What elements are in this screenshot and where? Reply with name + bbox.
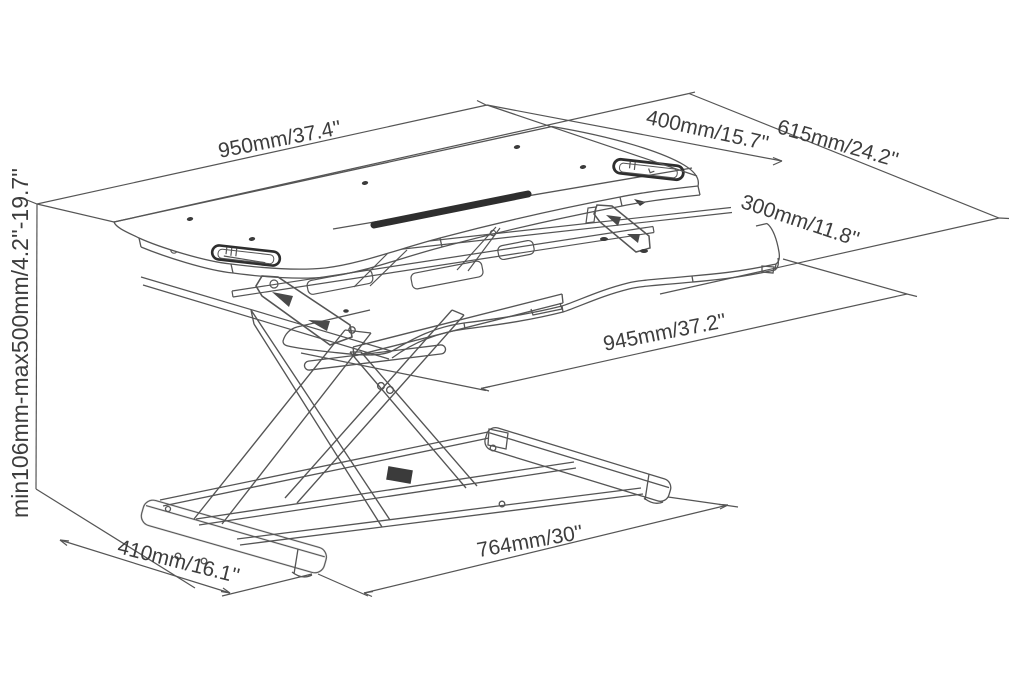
svg-text:764mm/30'': 764mm/30'' [475, 521, 585, 562]
svg-text:400mm/15.7'': 400mm/15.7'' [644, 106, 771, 155]
svg-text:min106mm-max500mm/4.2''-19.7'': min106mm-max500mm/4.2''-19.7'' [7, 168, 33, 518]
svg-text:950mm/37.4'': 950mm/37.4'' [216, 116, 343, 162]
svg-text:945mm/37.2'': 945mm/37.2'' [601, 309, 728, 355]
svg-text:615mm/24.2'': 615mm/24.2'' [775, 116, 901, 172]
